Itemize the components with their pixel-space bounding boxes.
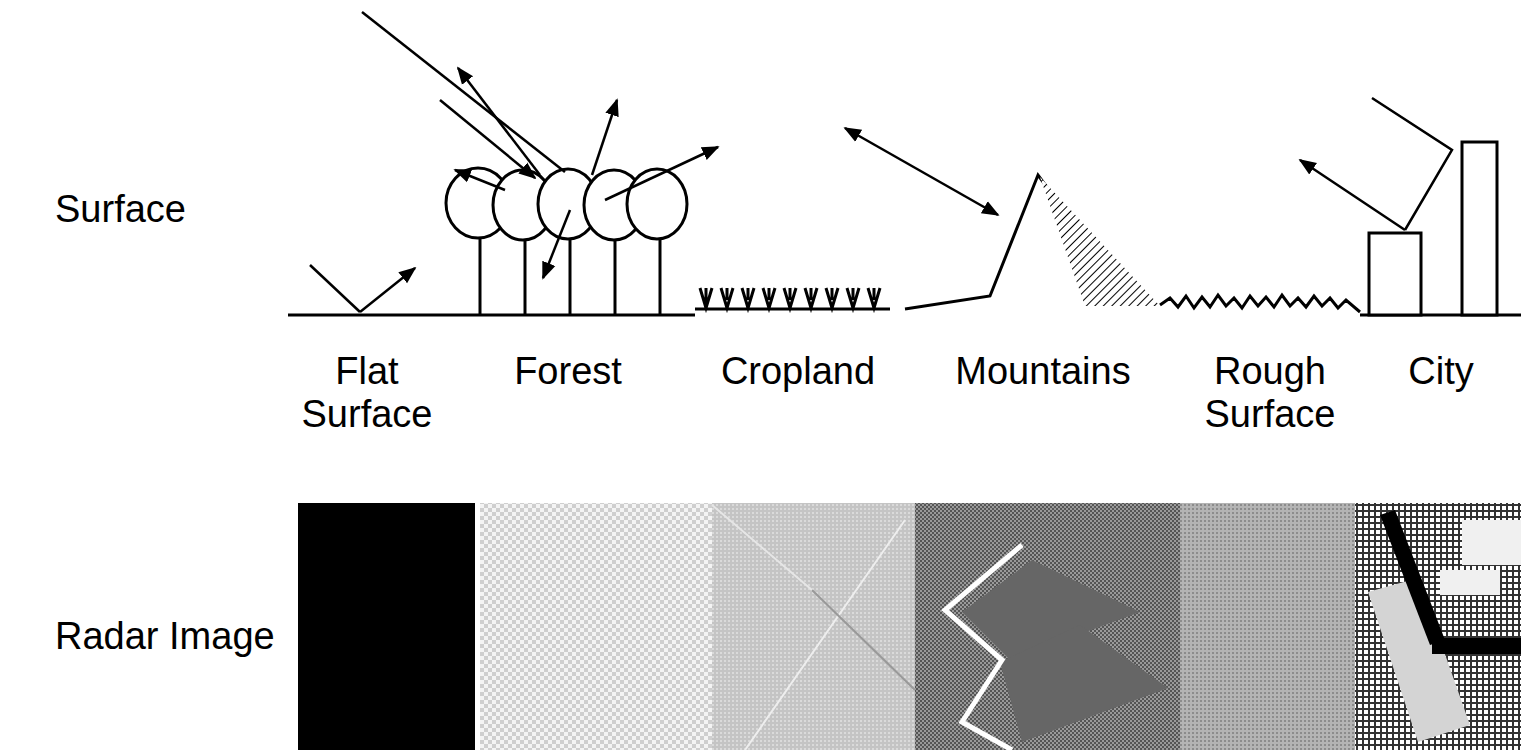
reflected-ray	[360, 268, 415, 312]
incident-ray	[1372, 98, 1452, 230]
city-block	[1440, 570, 1500, 595]
mountain-slope	[1000, 625, 1168, 742]
mountains-panel	[915, 503, 1180, 750]
scattered-ray	[543, 210, 570, 278]
rough-surface-line	[1160, 295, 1360, 312]
corner-reflection-ray	[1300, 160, 1405, 230]
surface-label: City	[1371, 350, 1511, 393]
surface-label: Mountains	[936, 350, 1151, 393]
forest-trees	[446, 168, 687, 315]
scattered-ray	[458, 68, 540, 175]
incident-ray	[440, 100, 535, 178]
surface-label: Rough Surface	[1185, 350, 1355, 436]
field-line	[812, 590, 915, 690]
surface-label: Cropland	[698, 350, 898, 393]
building	[1462, 142, 1497, 315]
field-lines	[712, 505, 915, 750]
radar-rays	[310, 12, 1452, 312]
cropland-panel	[712, 503, 915, 750]
city-panel	[1355, 503, 1521, 750]
tree-trunk	[524, 235, 527, 315]
mountain-ridge	[945, 545, 1022, 750]
row-heading: Radar Image	[55, 615, 295, 658]
mountain-shadow	[1040, 177, 1160, 306]
tree-trunk	[479, 230, 482, 315]
radar-image-strip	[298, 503, 1521, 750]
flat-panel	[298, 503, 475, 750]
rough-panel	[1180, 503, 1355, 750]
tree-trunk	[569, 235, 572, 315]
surface-label: Flat Surface	[282, 350, 452, 436]
tree-trunk	[659, 235, 662, 315]
scattered-ray	[605, 147, 718, 200]
crop-plants	[695, 288, 890, 309]
surface-label: Forest	[468, 350, 668, 393]
incident-ray	[310, 265, 360, 312]
mountain-outline	[905, 175, 1060, 309]
scattered-ray	[592, 100, 617, 175]
ground-line	[288, 314, 695, 317]
city-bright-line	[1432, 638, 1521, 654]
building	[1369, 233, 1421, 315]
field-line	[712, 505, 812, 590]
city-block	[1462, 520, 1521, 565]
city-bright-line	[1380, 510, 1445, 645]
tree-crown	[627, 169, 687, 239]
forest-panel	[480, 503, 712, 750]
mountain-ray	[845, 128, 998, 215]
tree-trunk	[614, 235, 617, 315]
incident-ray	[362, 12, 565, 172]
scattered-ray	[455, 170, 505, 190]
row-heading: Surface	[55, 188, 255, 231]
city-buildings	[1369, 142, 1497, 315]
